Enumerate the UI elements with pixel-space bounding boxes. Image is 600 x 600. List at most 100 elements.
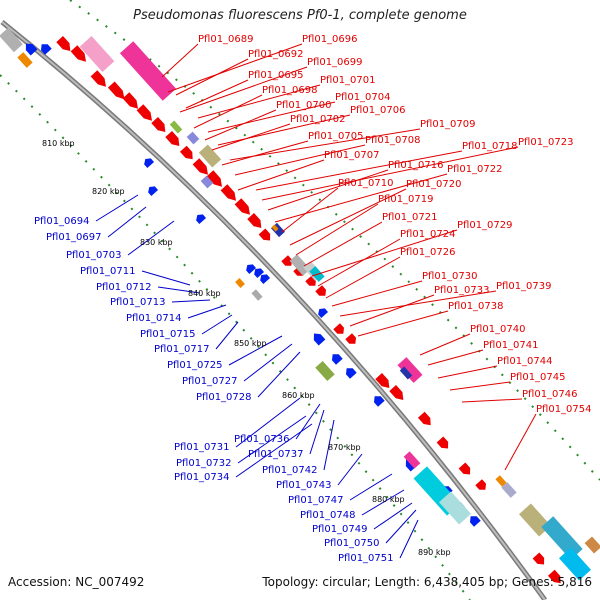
forward-label-leader xyxy=(274,173,448,223)
forward-gene-arrow xyxy=(192,158,209,175)
feature-box xyxy=(289,254,311,276)
forward-label-leader xyxy=(339,290,497,317)
accession-text: Accession: NC_007492 xyxy=(8,575,145,589)
forward-label-leader xyxy=(204,109,277,141)
forward-gene-label: Pfl01_0695 xyxy=(248,70,304,81)
forward-label-leader xyxy=(349,294,435,327)
forward-gene-label: Pfl01_0738 xyxy=(448,301,504,312)
forward-gene-label: Pfl01_0746 xyxy=(522,389,578,400)
feature-box xyxy=(495,475,507,487)
forward-gene-arrow xyxy=(220,184,237,201)
reverse-gene-label: Pfl01_0728 xyxy=(196,392,252,403)
reverse-gene-arrow xyxy=(148,186,159,196)
kbp-tick-label: 850 kbp xyxy=(234,339,267,348)
reverse-gene-label: Pfl01_0712 xyxy=(96,282,152,293)
forward-label-leader xyxy=(419,333,471,356)
reverse-label-leader xyxy=(201,314,233,335)
reverse-gene-arrow xyxy=(331,354,343,365)
feature-box xyxy=(251,289,263,301)
reverse-gene-arrow xyxy=(40,44,52,55)
reverse-gene-arrow xyxy=(373,396,385,407)
forward-gene-arrow xyxy=(122,92,139,109)
reverse-gene-label: Pfl01_0737 xyxy=(248,449,304,460)
forward-gene-arrow xyxy=(389,385,404,400)
feature-box xyxy=(397,357,423,383)
forward-label-leader xyxy=(289,188,407,246)
kbp-tick-label: 890 kbp xyxy=(418,548,451,557)
forward-label-leader xyxy=(427,349,484,366)
forward-label-leader xyxy=(331,280,423,307)
reverse-label-leader xyxy=(373,502,413,530)
feature-box xyxy=(541,516,583,560)
forward-gene-label: Pfl01_0706 xyxy=(350,105,406,116)
forward-gene-label: Pfl01_0718 xyxy=(462,141,518,152)
feature-box xyxy=(315,360,335,382)
reverse-label-leader xyxy=(127,220,175,256)
reverse-label-leader xyxy=(215,321,239,350)
forward-label-leader xyxy=(281,187,339,233)
forward-label-leader xyxy=(229,128,421,161)
forward-gene-label: Pfl01_0722 xyxy=(447,164,503,175)
forward-gene-label: Pfl01_0740 xyxy=(470,324,526,335)
reverse-gene-label: Pfl01_0750 xyxy=(324,538,380,549)
feature-box xyxy=(399,366,413,380)
forward-label-leader xyxy=(255,150,463,191)
feature-box xyxy=(198,144,222,168)
feature-box xyxy=(0,27,23,53)
forward-label-leader xyxy=(175,58,249,96)
forward-gene-label: Pfl01_0699 xyxy=(307,57,363,68)
reverse-gene-label: Pfl01_0747 xyxy=(288,495,344,506)
reverse-gene-label: Pfl01_0725 xyxy=(167,360,223,371)
forward-gene-label: Pfl01_0754 xyxy=(536,404,592,415)
forward-gene-arrow xyxy=(375,373,390,388)
reverse-label-leader xyxy=(107,206,147,238)
kbp-tick-label: 810 kbp xyxy=(42,139,75,148)
forward-gene-label: Pfl01_0708 xyxy=(365,135,421,146)
forward-gene-label: Pfl01_0716 xyxy=(388,160,444,171)
forward-gene-label: Pfl01_0724 xyxy=(400,229,456,240)
feature-box xyxy=(271,224,279,232)
reverse-label-leader xyxy=(309,409,325,455)
forward-gene-arrow xyxy=(417,411,431,426)
forward-gene-arrow xyxy=(281,255,293,266)
forward-label-leader xyxy=(317,238,401,287)
forward-gene-label: Pfl01_0723 xyxy=(518,137,574,148)
forward-gene-arrow xyxy=(315,285,327,296)
forward-gene-arrow xyxy=(234,198,251,215)
reverse-gene-arrow xyxy=(254,268,265,278)
reverse-gene-arrow xyxy=(196,214,207,224)
forward-gene-label: Pfl01_0709 xyxy=(420,119,476,130)
forward-gene-label: Pfl01_0721 xyxy=(382,212,438,223)
forward-gene-label: Pfl01_0745 xyxy=(510,372,566,383)
forward-gene-arrow xyxy=(333,323,345,334)
forward-gene-label: Pfl01_0701 xyxy=(320,75,376,86)
forward-gene-arrow xyxy=(532,552,545,565)
forward-label-leader xyxy=(461,398,523,403)
feature-box xyxy=(559,547,591,581)
forward-gene-label: Pfl01_0741 xyxy=(483,340,539,351)
reverse-gene-label: Pfl01_0749 xyxy=(312,524,368,535)
map-title: Pseudomonas fluorescens Pf0-1, complete … xyxy=(133,8,467,23)
forward-gene-label: Pfl01_0707 xyxy=(324,150,380,161)
reverse-gene-arrow xyxy=(318,308,329,318)
reverse-gene-label: Pfl01_0734 xyxy=(174,472,230,483)
kbp-tick-label: 860 kbp xyxy=(282,391,315,400)
reverse-gene-label: Pfl01_0694 xyxy=(34,216,90,227)
reverse-gene-label: Pfl01_0743 xyxy=(276,480,332,491)
reverse-label-leader xyxy=(337,453,363,486)
reverse-label-leader xyxy=(399,519,419,559)
reverse-gene-arrow xyxy=(144,158,155,168)
forward-gene-label: Pfl01_0705 xyxy=(308,131,364,142)
forward-gene-arrow xyxy=(258,228,271,241)
reverse-gene-label: Pfl01_0713 xyxy=(110,297,166,308)
reverse-gene-label: Pfl01_0715 xyxy=(140,329,196,340)
forward-label-leader xyxy=(237,159,325,191)
forward-gene-arrow xyxy=(247,213,262,228)
forward-label-leader xyxy=(217,114,351,146)
forward-label-leader xyxy=(207,101,336,133)
kbp-tick-label: 870 kbp xyxy=(328,443,361,452)
reverse-label-leader xyxy=(157,286,201,294)
reverse-label-leader xyxy=(257,351,301,398)
